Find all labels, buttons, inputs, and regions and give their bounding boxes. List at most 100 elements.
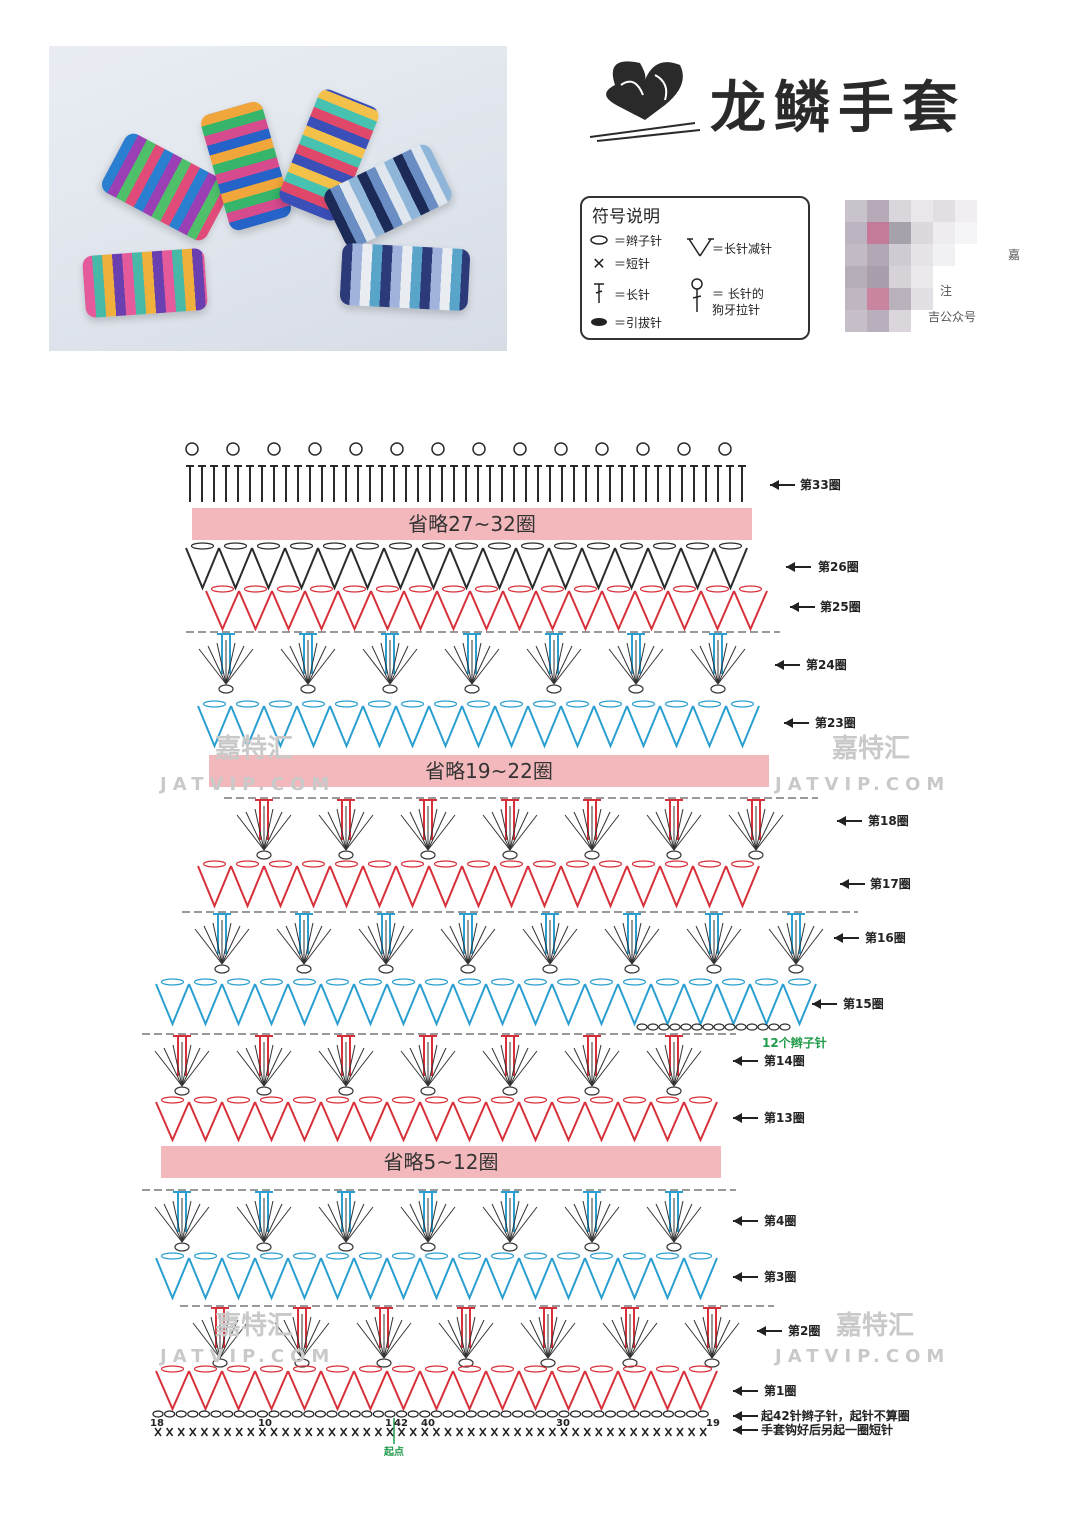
round-24-spoke: [553, 648, 582, 685]
round-23-stitch: [626, 705, 661, 749]
sc-mark: [432, 1427, 440, 1437]
round-15-stitch-chain: [457, 978, 482, 986]
round-3-stitch-chain: [259, 1252, 284, 1260]
round-16-spoke: [194, 928, 223, 965]
round-3-stitch-chain: [622, 1252, 647, 1260]
round-24-spoke: [298, 642, 309, 685]
side-fragment-1: 嘉: [1008, 248, 1021, 262]
round-14-spoke: [181, 1044, 192, 1087]
round-2-spoke: [711, 1316, 722, 1359]
round-14-spoke: [418, 1044, 429, 1087]
watermark-brand-4: 嘉特汇: [215, 1311, 294, 1341]
round-23-stitch-chain: [400, 700, 425, 708]
round-15-stitch: [749, 983, 784, 1027]
arrow-15-head: [812, 999, 821, 1009]
round-26-stitch-chain: [652, 542, 677, 550]
watermark-url-4: JATVIP.COM: [160, 1346, 336, 1367]
round-16-spoke: [622, 922, 633, 965]
round-18-spoke: [591, 808, 602, 851]
round-3-stitch: [254, 1257, 289, 1301]
round-2-base: [376, 1358, 392, 1368]
foundation-chain: [210, 1410, 222, 1418]
chain-num-19: 19: [706, 1418, 720, 1429]
round-3-stitch: [617, 1257, 652, 1301]
round-1-stitch: [650, 1370, 685, 1412]
round-18-spoke: [327, 811, 347, 851]
round-15-stitch: [485, 983, 520, 1027]
round-26-stitch: [548, 547, 583, 591]
round-18-spoke: [755, 808, 766, 851]
round-4-spoke: [427, 1203, 447, 1243]
chain12-stitch: [680, 1023, 692, 1031]
round-25-stitch: [205, 590, 240, 632]
round-18-base: [666, 850, 682, 860]
round-3-stitch: [320, 1257, 355, 1301]
round-23-stitch: [461, 705, 496, 749]
round-4-spoke: [318, 1206, 347, 1243]
chain12-stitch: [757, 1023, 769, 1031]
round-14-spoke: [673, 1044, 684, 1087]
round-13-stitch: [386, 1101, 421, 1143]
round-4-spoke: [245, 1203, 265, 1243]
round-4-spoke: [509, 1203, 529, 1243]
legend-item-sc: ✕ ＝短针: [588, 254, 650, 273]
round-13-stitch: [287, 1101, 322, 1143]
picot-33: [267, 442, 281, 456]
round-2-spoke: [301, 1322, 330, 1359]
round-26-stitch: [680, 547, 715, 591]
round-17-stitch-chain: [532, 860, 557, 868]
round-4-spoke: [418, 1200, 429, 1243]
round-1-stitch: [683, 1370, 718, 1412]
sc-mark: [166, 1427, 174, 1437]
round-23-stitch-chain: [268, 700, 293, 708]
picot-33: [390, 442, 404, 456]
round-16-spoke: [294, 922, 305, 965]
round-17-stitch-chain: [301, 860, 326, 868]
round-24-base: [300, 684, 316, 694]
round-16-spoke: [522, 928, 551, 965]
round-24-spoke: [371, 645, 391, 685]
round-18-spoke: [263, 811, 283, 851]
sc-mark: [571, 1427, 580, 1437]
round-3-stitch: [221, 1257, 256, 1301]
sc-mark: [305, 1427, 313, 1437]
round-14-spoke: [336, 1044, 347, 1087]
round-23-stitch: [296, 705, 331, 749]
round-2-spoke: [538, 1316, 549, 1359]
sc-mark: [664, 1427, 673, 1437]
round-4-spoke: [181, 1203, 201, 1243]
round-14-spoke: [263, 1044, 274, 1087]
sc-mark: [386, 1427, 394, 1437]
round-16-spoke: [221, 928, 250, 965]
round-2-spoke: [301, 1316, 312, 1359]
sc-mark: [606, 1427, 615, 1437]
foundation-chain: [349, 1410, 361, 1418]
round-26-stitch: [284, 547, 319, 591]
round-15-stitch: [650, 983, 685, 1027]
round-16-spoke: [221, 925, 241, 965]
foundation-chain: [581, 1410, 593, 1418]
round-16-spoke: [358, 928, 387, 965]
sc-mark: [525, 1427, 533, 1437]
omit-text-19-22: 省略19~22圈: [425, 759, 553, 783]
round-26-stitch: [581, 547, 616, 591]
round-label-24: 第24圈: [806, 657, 847, 672]
arrow-18-head: [837, 816, 846, 826]
round-17-stitch: [395, 865, 430, 909]
sc-mark: [398, 1427, 406, 1437]
round-14-spoke: [664, 1044, 675, 1087]
round-14-spoke: [582, 1044, 593, 1087]
round-16-spoke: [795, 922, 806, 965]
round-1-stitch: [188, 1370, 223, 1412]
round-26-stitch-chain: [619, 542, 644, 550]
round-18-spoke: [263, 808, 274, 851]
chain12-note: 12个辫子针: [762, 1035, 827, 1050]
sc-mark: [583, 1427, 591, 1437]
round-4-spoke: [509, 1200, 520, 1243]
foundation-chain: [198, 1410, 210, 1418]
round-24-spoke: [526, 648, 555, 685]
round-14-spoke: [564, 1050, 593, 1087]
round-23-stitch: [527, 705, 562, 749]
round-18-spoke: [564, 814, 593, 851]
round-23-stitch: [329, 705, 364, 749]
